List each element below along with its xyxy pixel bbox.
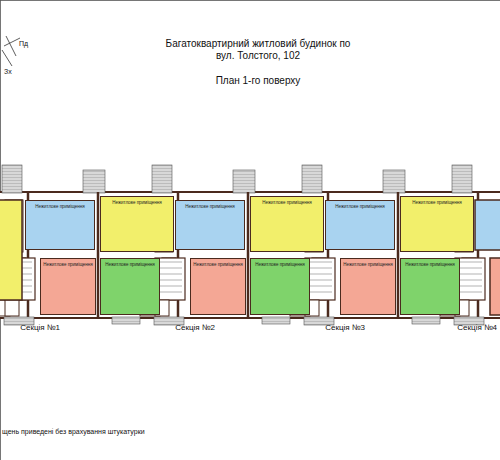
stair-porch xyxy=(233,170,255,193)
compass-label: Пд xyxy=(19,40,28,48)
wall xyxy=(247,192,250,318)
room-label: Нежитлове приміщення xyxy=(191,259,245,268)
room-area: Нежитлове приміщення xyxy=(250,258,310,315)
stair-step xyxy=(308,286,332,287)
stair-step xyxy=(458,262,482,263)
stair-porch xyxy=(302,165,322,193)
stair-step xyxy=(458,280,482,281)
stair-step xyxy=(458,268,482,269)
room-label: Нежитлове приміщення xyxy=(101,197,173,206)
stair-step xyxy=(158,268,182,269)
stair-porch xyxy=(383,170,405,193)
stair-porch xyxy=(112,317,140,324)
stair-step xyxy=(158,280,182,281)
room-label: Нежитлове приміщення xyxy=(326,201,394,210)
stair-porch xyxy=(452,165,472,193)
room-label: Нежитлове приміщення xyxy=(341,259,395,268)
stair-porch xyxy=(2,165,22,193)
room-area: Нежитлове приміщення xyxy=(325,200,395,250)
stair-step xyxy=(158,286,182,287)
section-label: Секція №3 xyxy=(325,323,365,332)
stair-porch xyxy=(262,317,290,324)
wall xyxy=(97,192,100,318)
room-area: Нежитлове приміщення xyxy=(100,196,174,252)
room-area: Нежитлове приміщення xyxy=(400,196,474,252)
section-label: Секція №4 xyxy=(457,323,497,332)
room-label: Нежитлове приміщення xyxy=(176,201,244,210)
stair-porch xyxy=(152,165,172,193)
room-area: Нежитлове приміщення xyxy=(40,258,96,315)
small-room xyxy=(5,300,19,316)
wall xyxy=(397,192,400,318)
stair-step xyxy=(308,268,332,269)
room-area: Нежитлове приміщення xyxy=(190,258,246,315)
room-area: Нежитлове приміщення xyxy=(400,258,460,315)
room-area: Нежитлове приміщення xyxy=(100,258,160,315)
stair-porch xyxy=(83,170,105,193)
building-outline xyxy=(0,192,500,318)
room-label: Нежитлове приміщення xyxy=(101,259,159,268)
stair-step xyxy=(458,292,482,293)
room-label: Нежитлове приміщення xyxy=(41,259,95,268)
room-label: Нежитлове приміщення xyxy=(26,201,94,210)
section-label: Секція №1 xyxy=(20,323,60,332)
drawing-title: Багатоквартирний житловий будинок по вул… xyxy=(163,38,353,61)
stair-step xyxy=(308,262,332,263)
room-label: Нежитлове приміщення xyxy=(251,259,309,268)
room-area: Нежитлове приміщення xyxy=(250,196,324,252)
plan-subtitle: План 1-го поверху xyxy=(216,75,301,87)
room-label: Нежитлове приміщення xyxy=(401,197,473,206)
room-part xyxy=(0,200,22,300)
stair-step xyxy=(458,286,482,287)
room-part xyxy=(475,200,500,250)
room-label: Нежитлове приміщення xyxy=(401,259,459,268)
stair-step xyxy=(158,274,182,275)
section-label: Секція №2 xyxy=(175,323,215,332)
room-label: Нежитлове приміщення xyxy=(251,197,323,206)
stair-step xyxy=(308,274,332,275)
stair-step xyxy=(158,292,182,293)
stair-step xyxy=(308,292,332,293)
room-area: Нежитлове приміщення xyxy=(25,200,95,250)
room-part xyxy=(490,258,500,315)
stair-step xyxy=(158,262,182,263)
stair-porch xyxy=(412,317,440,324)
footnote: щень приведені без врахування штукатурки xyxy=(2,428,145,436)
compass-label: Зх xyxy=(4,68,12,76)
room-area: Нежитлове приміщення xyxy=(175,200,245,250)
stair-step xyxy=(458,274,482,275)
room-area: Нежитлове приміщення xyxy=(340,258,396,315)
stair-step xyxy=(308,280,332,281)
